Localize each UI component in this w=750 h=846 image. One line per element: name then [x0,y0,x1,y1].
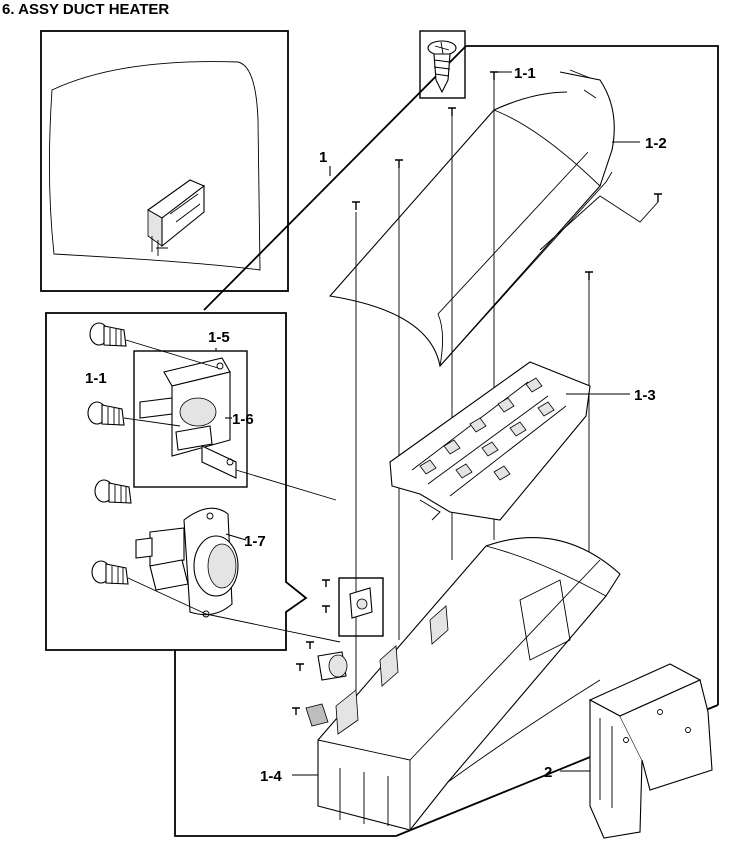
detail-screw-1 [89,322,127,347]
housing-thermostat-box [338,577,384,637]
main-assembly-outline [174,45,719,837]
callout-1-4: 1-4 [260,768,282,785]
callout-1-1-top: 1-1 [514,65,536,82]
hi-limit-thermostat-part [135,507,239,618]
housing-screws [292,579,330,715]
inset-heater-assembly [146,179,206,256]
diagram-title: 6. ASSY DUCT HEATER [2,1,169,18]
detail-screw-4 [91,560,129,585]
detail-projection-lines [123,339,341,643]
callout-1-7: 1-7 [244,533,266,550]
callout-1-1-detail: 1-1 [85,370,107,387]
thermostat-part [139,357,237,479]
callout-1: 1 [319,149,327,166]
screw-icon [419,30,466,99]
location-inset [40,30,289,292]
callout-1-3: 1-3 [634,387,656,404]
housing-limit-thermostat [317,651,348,681]
detail-screw-3 [94,479,132,504]
callout-2: 2 [544,764,552,781]
duct-cover-part [328,69,615,368]
duct-housing-part [317,537,621,831]
bracket-part [588,663,713,839]
detail-box [45,312,308,651]
callout-leaders [215,71,640,776]
callout-1-6: 1-6 [232,411,254,428]
heater-element-plate-part [389,361,591,521]
callout-1-2: 1-2 [645,135,667,152]
cover-screws [352,71,662,280]
callout-1-5: 1-5 [208,329,230,346]
detail-screw-2 [87,401,125,426]
housing-small-part [305,703,329,727]
